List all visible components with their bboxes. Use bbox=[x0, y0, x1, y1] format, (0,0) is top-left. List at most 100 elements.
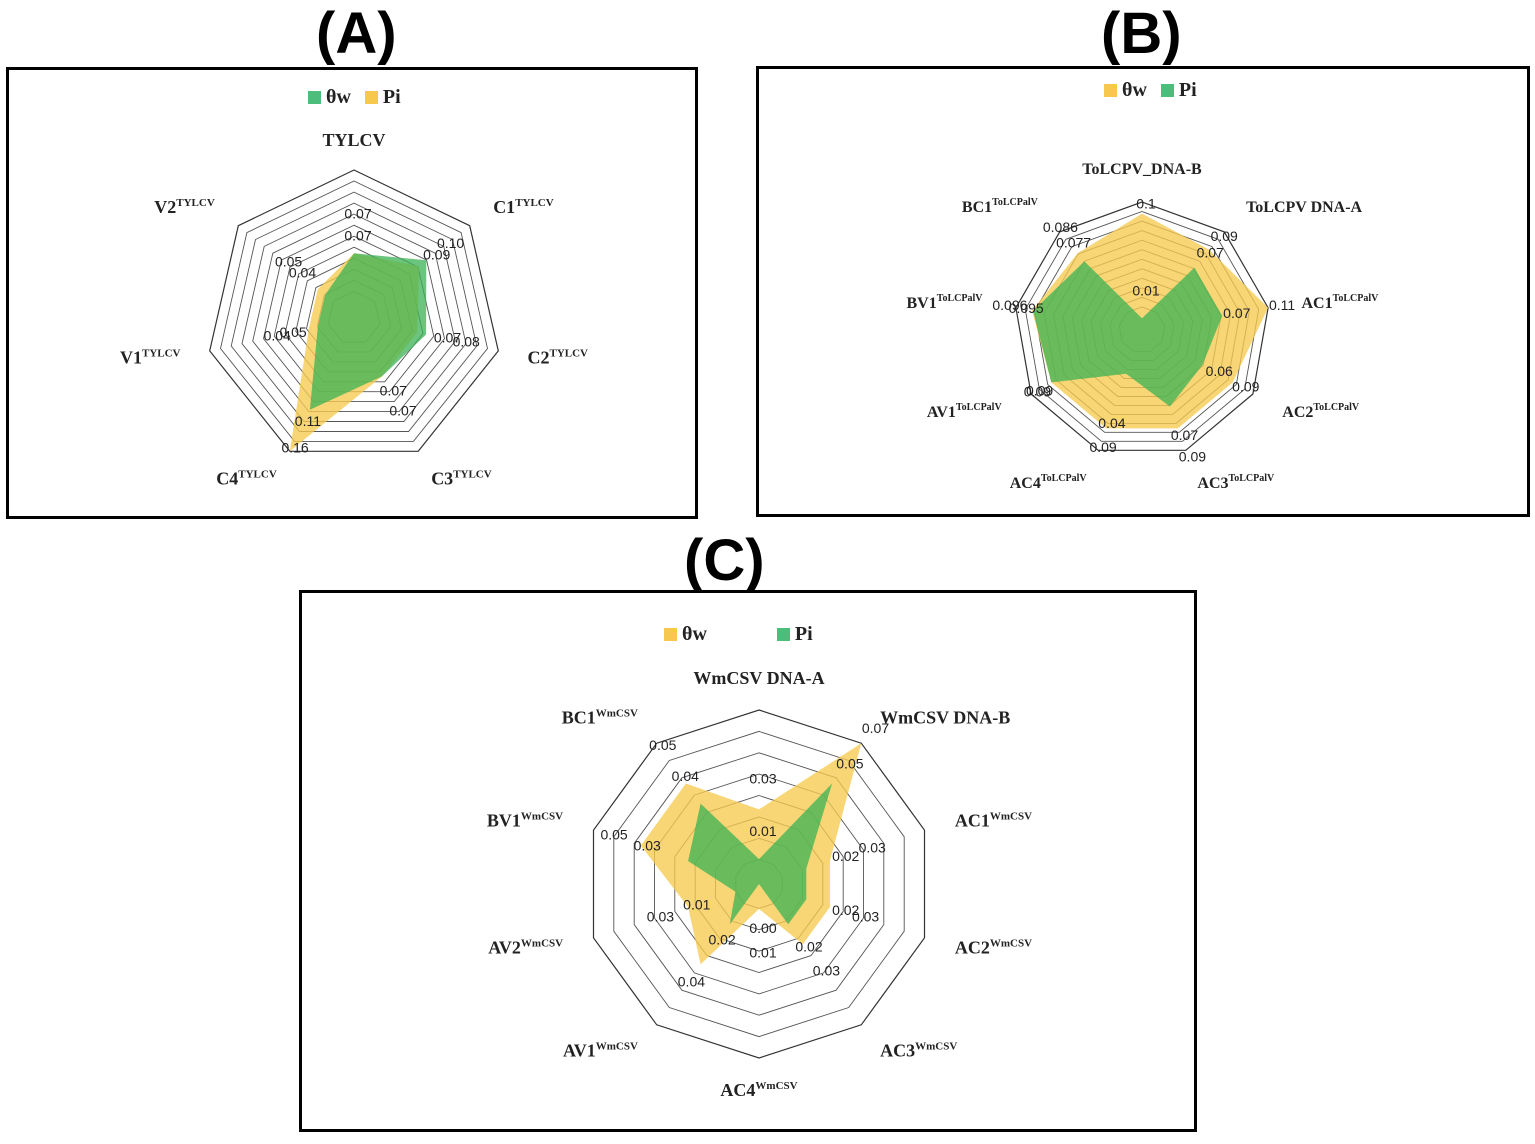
panel-b-legend: θw Pi bbox=[1104, 79, 1197, 102]
grid-ring bbox=[1015, 201, 1269, 451]
legend-label: Pi bbox=[382, 86, 401, 108]
axis-label-main: V1 bbox=[120, 348, 142, 368]
axis-label-main: WmCSV DNA-A bbox=[693, 668, 824, 688]
grid-ring bbox=[633, 752, 885, 1016]
axis-label-main: C3 bbox=[431, 468, 453, 488]
axis-label-main: AV2 bbox=[488, 938, 521, 958]
panel-b-title: (B) bbox=[1101, 1, 1182, 66]
value-label: 0.04 bbox=[678, 974, 705, 990]
radar-panel-0: TYLCVC1TYLCVC2TYLCVC3TYLCVC4TYLCVV1TYLCV… bbox=[120, 130, 588, 488]
legend-item-theta: θw bbox=[664, 623, 707, 646]
value-label: 0.00 bbox=[749, 920, 776, 936]
value-label: 0.09 bbox=[1211, 228, 1238, 244]
axis-label: BV1ToLCPalV bbox=[907, 293, 984, 312]
axis-label-sup: ToLCPalV bbox=[956, 402, 1003, 413]
value-label: 0.10 bbox=[437, 235, 464, 251]
axis-label-main: C4 bbox=[216, 468, 238, 488]
axis-label: AV1ToLCPalV bbox=[927, 402, 1003, 421]
grid-ring bbox=[592, 709, 926, 1059]
value-label: 0.07 bbox=[434, 329, 461, 345]
value-label: 0.095 bbox=[1009, 300, 1044, 316]
legend-label: θw bbox=[1122, 79, 1147, 101]
value-label: 0.086 bbox=[1043, 219, 1078, 235]
grid-ring bbox=[263, 224, 445, 403]
panel-c-legend: θw Pi bbox=[664, 623, 813, 646]
axis-label-sup: ToLCPalV bbox=[1333, 293, 1380, 304]
legend-swatch bbox=[308, 91, 321, 104]
axis-label: WmCSV DNA-A bbox=[693, 668, 824, 688]
axis-label-sup: TYLCV bbox=[453, 468, 492, 480]
value-label: 0.07 bbox=[1197, 245, 1224, 261]
axis-label: AV1WmCSV bbox=[563, 1041, 638, 1061]
axis-label: TYLCV bbox=[322, 130, 385, 150]
axis-label: C1TYLCV bbox=[493, 197, 554, 217]
value-label: 0.03 bbox=[852, 908, 879, 924]
axis-label: BC1WmCSV bbox=[562, 707, 638, 727]
axis-label-sup: ToLCPalV bbox=[992, 197, 1039, 208]
axis-label: BV1WmCSV bbox=[487, 810, 563, 830]
value-label: 0.05 bbox=[836, 755, 863, 771]
axis-label: BC1ToLCPalV bbox=[962, 197, 1039, 216]
axis-label-main: BC1 bbox=[562, 707, 596, 727]
axis-label-main: AV1 bbox=[927, 404, 956, 421]
axis-label-sup: ToLCPalV bbox=[1041, 473, 1088, 484]
axis-label: C3TYLCV bbox=[431, 468, 492, 488]
axis-label-sup: TYLCV bbox=[176, 197, 215, 209]
value-label: 0.04 bbox=[672, 768, 699, 784]
value-label: 0.07 bbox=[389, 402, 416, 418]
axis-label: V1TYLCV bbox=[120, 348, 181, 368]
value-label: 0.09 bbox=[1179, 449, 1206, 465]
axis-label-main: BV1 bbox=[487, 810, 521, 830]
value-label: 0.03 bbox=[813, 962, 840, 978]
axis-label-sup: TYLCV bbox=[142, 348, 181, 360]
grid-ring bbox=[1024, 211, 1260, 442]
legend-label: θw bbox=[682, 623, 707, 645]
value-label: 0.01 bbox=[683, 897, 710, 913]
value-label: 0.02 bbox=[832, 902, 859, 918]
value-label: 0.07 bbox=[1223, 305, 1250, 321]
legend-item-theta: θw bbox=[308, 86, 351, 109]
axis-label: AC1WmCSV bbox=[955, 810, 1032, 830]
legend-swatch bbox=[776, 628, 790, 641]
axis-label: ToLCPV DNA-A bbox=[1246, 199, 1362, 216]
value-label: 0.07 bbox=[862, 720, 889, 736]
axis-label: AC3WmCSV bbox=[880, 1041, 957, 1061]
axis-label: ToLCPV_DNA-B bbox=[1082, 161, 1202, 178]
axis-label: AC2ToLCPalV bbox=[1282, 402, 1360, 421]
axis-label-main: BV1 bbox=[907, 295, 937, 312]
panel-a-title: (A) bbox=[316, 1, 397, 66]
grid-ring bbox=[209, 169, 499, 452]
axis-label-main: AC2 bbox=[955, 938, 990, 958]
value-label: 0.04 bbox=[1098, 415, 1125, 431]
axis-label-main: C1 bbox=[493, 197, 515, 217]
axis-label-main: AC2 bbox=[1282, 404, 1313, 421]
value-label: 0.07 bbox=[344, 228, 371, 244]
axis-label: AC4ToLCPalV bbox=[1010, 473, 1088, 492]
axis-label-main: ToLCPV_DNA-B bbox=[1082, 161, 1202, 178]
axis-label: C4TYLCV bbox=[216, 468, 277, 488]
value-label: 0.01 bbox=[749, 945, 776, 961]
value-label: 0.09 bbox=[1232, 379, 1259, 395]
legend-label: Pi bbox=[1178, 79, 1197, 101]
axis-label: C2TYLCV bbox=[528, 348, 589, 368]
grid-ring bbox=[241, 202, 467, 422]
value-label: 0.09 bbox=[1089, 439, 1116, 455]
value-label: 0.11 bbox=[295, 413, 321, 429]
axis-label-sup: WmCSV bbox=[596, 1041, 638, 1053]
value-label: 0.07 bbox=[1171, 427, 1198, 443]
value-label: 0.01 bbox=[749, 823, 776, 839]
axis-label: AC2WmCSV bbox=[955, 938, 1032, 958]
value-label: 0.1 bbox=[1136, 196, 1156, 212]
series-area-pi bbox=[688, 783, 833, 925]
legend-item-theta: θw bbox=[1104, 79, 1147, 102]
axis-label-main: TYLCV bbox=[322, 130, 385, 150]
axis-label-sup: WmCSV bbox=[596, 707, 638, 719]
axis-label-main: WmCSV DNA-B bbox=[880, 707, 1010, 727]
axis-label-sup: WmCSV bbox=[990, 938, 1032, 950]
value-label: 0.04 bbox=[264, 327, 291, 343]
panel-a-legend: θw Pi bbox=[308, 86, 401, 109]
axis-label-sup: WmCSV bbox=[990, 810, 1032, 822]
